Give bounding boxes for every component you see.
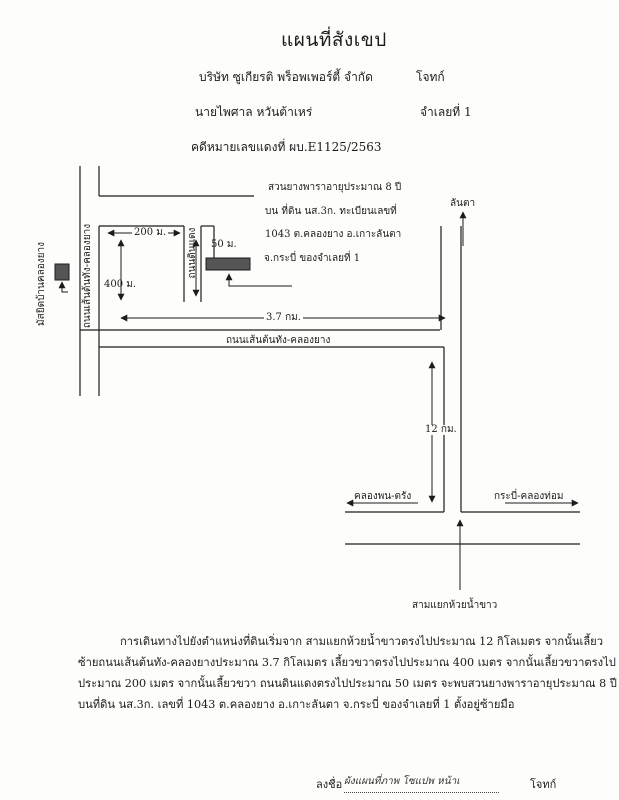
signature-line bbox=[344, 792, 499, 793]
plot-pointer-arrow bbox=[225, 273, 292, 287]
dist-3-7km-label: 3.7 กม. bbox=[264, 312, 303, 323]
defendant-role: จำเลยที่ 1 bbox=[420, 105, 472, 119]
directions-line-1: การเดินทางไปยังตำแหน่งที่ดินเริ่มจาก สาม… bbox=[120, 635, 604, 648]
to-lanta-label: ลันตา bbox=[450, 198, 476, 209]
plot-note-line-1: สวนยางพาราอายุประมาณ 8 ปี bbox=[268, 182, 402, 193]
dist-50m-label: 50 ม. bbox=[211, 239, 237, 250]
to-krabi-label: กระบี่-คลองท่อม bbox=[494, 491, 564, 502]
directions-paragraph: การเดินทางไปยังตำแหน่งที่ดินเริ่มจาก สาม… bbox=[78, 631, 617, 715]
plot-note-line-3: 1043 ต.คลองยาง อ.เกาะลันตา bbox=[265, 229, 402, 240]
plot-note-line-4: จ.กระบี่ ของจำเลยที่ 1 bbox=[264, 253, 361, 264]
plot-note-line-2: บน ที่ดิน นส.3ก. ทะเบียนเลขที่ bbox=[265, 206, 397, 217]
road-vertical-label: ถนนเส้นต้นทัง-คลองยาง bbox=[82, 223, 93, 329]
case-number: คดีหมายเลขแดงที่ ผบ.E1125/2563 bbox=[191, 140, 382, 154]
dist-200m-label: 200 ม. bbox=[132, 227, 169, 238]
page-title: แผนที่สังเขป bbox=[281, 29, 387, 51]
plot-marker bbox=[205, 257, 251, 271]
plaintiff-role: โจทก์ bbox=[416, 70, 445, 84]
dirt-road-label: ถนนดินแดง bbox=[187, 227, 198, 279]
mosque-label: มัสยิดบ้านคลองยาง bbox=[36, 242, 47, 326]
signature-handwriting: ผังแผนที่ภาพ โซแปพ หน้าเ bbox=[344, 776, 460, 787]
defendant-name: นายไพศาล หวันต้าเหร่ bbox=[195, 105, 313, 119]
junction-label: สามแยกห้วยน้ำขาว bbox=[412, 600, 498, 611]
dist-400m-label: 400 ม. bbox=[104, 279, 137, 290]
directions-line-2: ซ้ายถนนเส้นต้นทัง-คลองยางประมาณ 3.7 กิโล… bbox=[78, 656, 616, 669]
mosque-pointer-arrow bbox=[58, 281, 68, 293]
company-name: บริษัท ซูเกียรติ พร็อพเพอร์ตี้ จำกัด bbox=[199, 70, 373, 84]
road-horizontal-label: ถนนเส้นต้นทัง-คลองยาง bbox=[226, 335, 331, 346]
directions-line-4: บนที่ดิน นส.3ก. เลขที่ 1043 ต.คลองยาง อ.… bbox=[78, 698, 515, 711]
directions-line-3: ประมาณ 200 เมตร จากนั้นเลี้ยวขวา ถนนดินแ… bbox=[78, 677, 617, 690]
dist-12km-label: 12 กม. bbox=[423, 424, 459, 435]
signature-role: โจทก์ bbox=[530, 778, 557, 791]
to-klongphon-label: คลองพน-ตรัง bbox=[354, 491, 412, 502]
signature-prefix: ลงชื่อ bbox=[316, 778, 343, 791]
mosque-marker bbox=[54, 263, 70, 281]
